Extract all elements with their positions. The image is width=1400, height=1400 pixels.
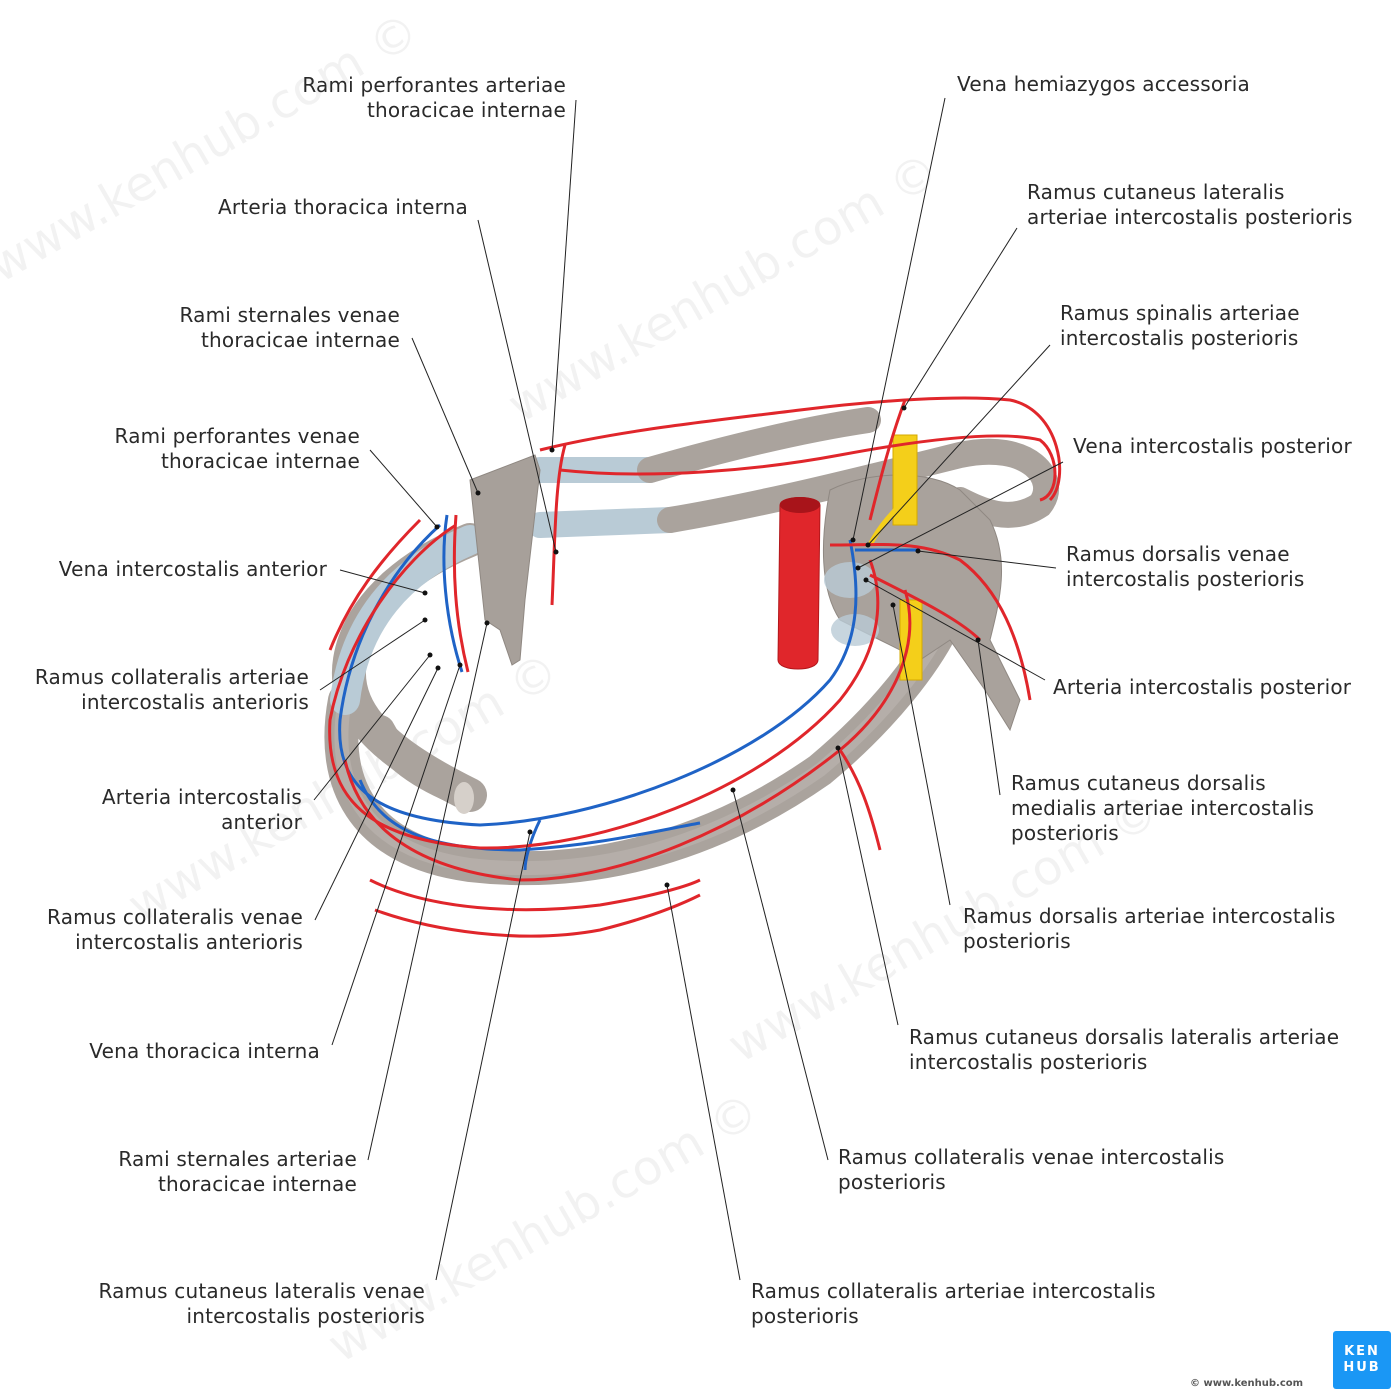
- label-ramus-collateralis-arteriae-posterioris: Ramus collateralis arteriae intercostali…: [751, 1279, 1156, 1328]
- aorta: [777, 497, 821, 670]
- vena-intercostalis-anterior: [338, 523, 858, 827]
- leader-dots: [422, 405, 981, 888]
- anterior-intercostal-artery: [328, 523, 880, 850]
- label-arteria-intercostalis-posterior: Arteria intercostalis posterior: [1053, 675, 1352, 699]
- spinal-cord: [892, 434, 918, 526]
- costal-cartilage: [330, 525, 485, 715]
- label-arteria-thoracica-interna: Arteria thoracica interna: [217, 195, 468, 219]
- copyright-text: © www.kenhub.com: [1190, 1378, 1304, 1389]
- label-vena-intercostalis-anterior: Vena intercostalis anterior: [58, 557, 327, 581]
- upper-rib: [637, 407, 881, 483]
- costal-cartilage: [527, 507, 683, 538]
- label-vena-hemiazygos-accessoria: Vena hemiazygos accessoria: [957, 72, 1250, 96]
- arteria-thoracica-interna: [452, 514, 470, 673]
- posterior-rib: [657, 438, 1059, 533]
- label-vena-intercostalis-posterior: Vena intercostalis posterior: [1073, 434, 1352, 458]
- leader-lines: [313, 97, 1064, 1281]
- label-vena-thoracica-interna: Vena thoracica interna: [89, 1039, 320, 1063]
- perforating-artery: [550, 444, 567, 606]
- label-ramus-cutaneus-dorsalis-lateralis: Ramus cutaneus dorsalis lateralis arteri…: [909, 1025, 1340, 1074]
- sternum: [469, 454, 541, 666]
